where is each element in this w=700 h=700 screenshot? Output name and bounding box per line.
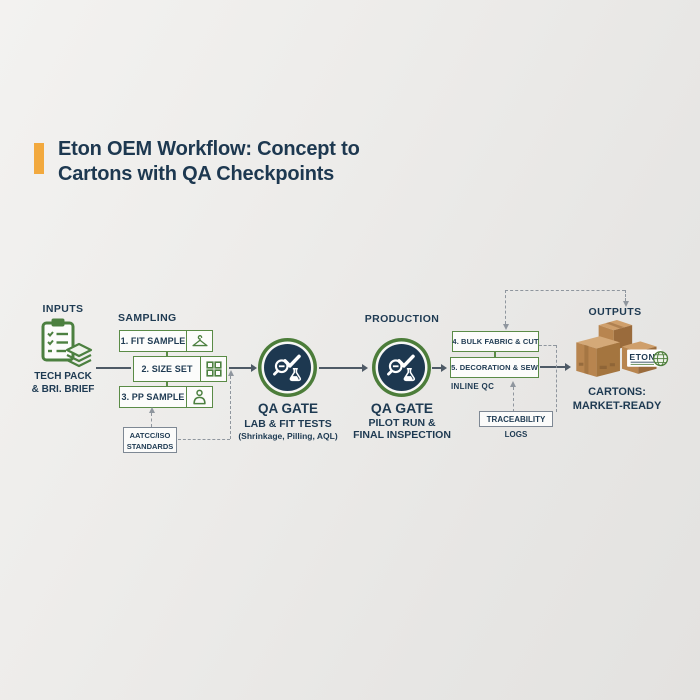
arrow-standards-to-flow <box>227 370 234 376</box>
production-section-label: PRODUCTION <box>364 313 440 325</box>
dashed-loop-top <box>505 290 625 291</box>
sampling-section-label: SAMPLING <box>118 312 177 324</box>
gate1-title: QA GATE <box>258 401 318 416</box>
arrow-into-cartons <box>565 363 571 371</box>
title-accent-bar <box>34 143 44 174</box>
arrow-loop-into-step4 <box>502 324 509 330</box>
gate2-subtitle-line-1: PILOT RUN & <box>368 417 436 429</box>
production-step-decoration-sew: 5. DECORATION & SEW <box>450 357 539 378</box>
production-step-bulk-fabric: 4. BULK FABRIC & CUT <box>452 331 539 352</box>
gate2-title: QA GATE <box>370 400 434 416</box>
standards-line-2: STANDARDS <box>126 442 174 451</box>
outputs-caption-line-1: CARTONS: <box>588 386 646 398</box>
gate1-subtitle: LAB & FIT TESTS <box>244 418 332 430</box>
flow-line-gate2-production <box>432 367 441 369</box>
arrow-into-gate1 <box>251 364 257 372</box>
arrow-into-gate2 <box>362 364 368 372</box>
dashed-line-standards-to-flow <box>230 376 231 439</box>
dashed-loop-right <box>625 290 626 301</box>
qa-gate-lab-badge <box>258 338 317 397</box>
inputs-caption: TECH PACK & BRI. BRIEF <box>14 370 112 396</box>
connector-step4-step5 <box>494 352 496 357</box>
dashed-line-elbow-traceability <box>556 345 557 412</box>
step-label: 3. PP SAMPLE <box>121 392 185 402</box>
inputs-caption-line-1: TECH PACK <box>34 371 92 382</box>
flow-line-inputs-sampling <box>96 367 131 369</box>
connector-step1-step2 <box>166 352 168 357</box>
step-label: 1. FIT SAMPLE <box>120 336 186 346</box>
inputs-caption-line-2: & BRI. BRIEF <box>31 384 95 395</box>
globe-stamp-icon <box>653 351 669 367</box>
title-line-1: Eton OEM Workflow: Concept to <box>58 138 360 160</box>
flow-line-production-outputs <box>540 366 565 368</box>
traceability-box: TRACEABILITY LOGS <box>479 411 553 439</box>
arrow-into-step5 <box>441 364 447 372</box>
outputs-caption: CARTONS: MARKET-READY <box>567 385 667 413</box>
clipboard-checklist-icon <box>41 318 75 362</box>
arrow-loop-into-outputs <box>622 301 629 307</box>
inline-qc-label: INLINE QC <box>451 382 495 391</box>
standards-box: AATCC/ISO STANDARDS <box>123 427 177 453</box>
garment-icon <box>186 387 212 407</box>
dashed-line-traceability-up <box>513 387 514 412</box>
step-label: 2. SIZE SET <box>141 364 193 374</box>
dashed-line-standards-right <box>178 439 230 440</box>
arrow-standards-to-step3 <box>148 407 155 413</box>
qa-inspect-icon <box>378 344 425 391</box>
standards-line-1: AATCC/ISO <box>129 431 171 440</box>
sampling-step-size-set: 2. SIZE SET <box>133 356 227 382</box>
flow-line-gate1-gate2 <box>319 367 362 369</box>
title-line-2: Cartons with QA Checkpoints <box>58 163 335 185</box>
sampling-step-fit-sample: 1. FIT SAMPLE <box>119 330 213 352</box>
gate2-subtitle-line-2: FINAL INSPECTION <box>353 429 451 441</box>
qa-gate-final-badge <box>372 338 431 397</box>
outputs-caption-line-2: MARKET-READY <box>572 400 662 412</box>
cartons-illustration: ETON <box>576 320 669 377</box>
dashed-line-step4-elbow <box>539 345 556 346</box>
dashed-loop-left <box>505 290 506 324</box>
carton-brand-label: ETON <box>629 352 655 362</box>
arrow-traceability-to-step5 <box>510 381 516 387</box>
dashed-line-standards-up <box>151 413 152 427</box>
fabric-layers-icon <box>65 342 93 368</box>
flow-line-sampling-gate1 <box>229 367 251 369</box>
page-title: Eton OEM Workflow: Concept to Cartons wi… <box>58 137 360 187</box>
gate1-detail: (Shrinkage, Pilling, AQL) <box>238 431 338 441</box>
sampling-step-pp-sample: 3. PP SAMPLE <box>119 386 213 408</box>
size-grid-icon <box>200 357 226 381</box>
outputs-section-label: OUTPUTS <box>588 306 642 318</box>
qa-inspect-icon <box>264 344 311 391</box>
hanger-icon <box>186 331 212 351</box>
inputs-section-label: INPUTS <box>42 303 84 315</box>
connector-step2-step3 <box>166 382 168 387</box>
